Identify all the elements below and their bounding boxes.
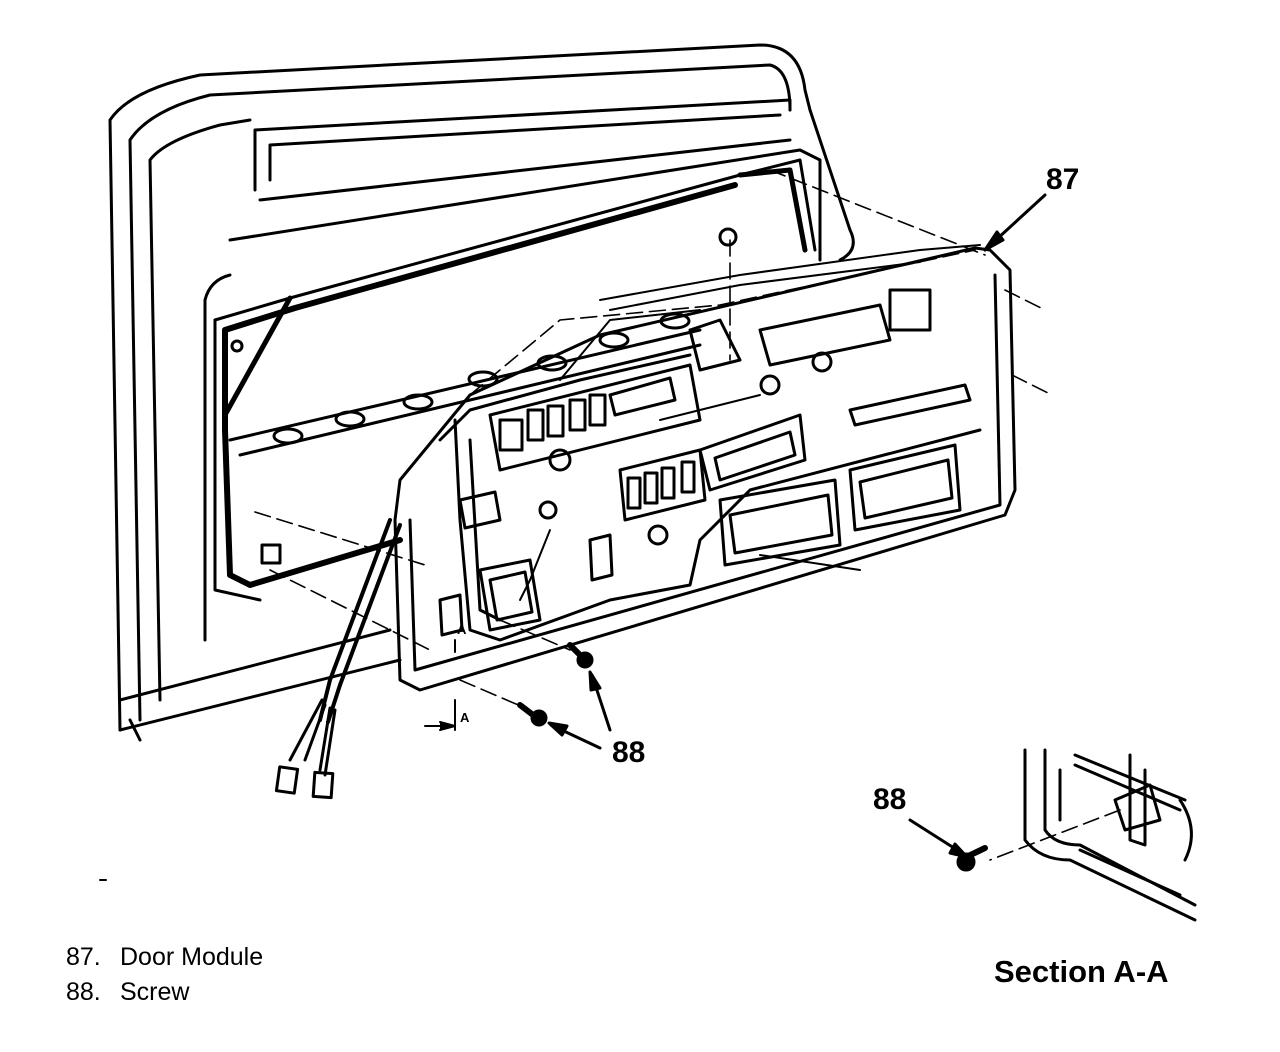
screw-icon [517, 642, 594, 727]
section-markers [424, 639, 456, 731]
legend-item-door-module: 87. Door Module [66, 940, 263, 975]
section-title: Section A-A [994, 954, 1169, 989]
section-aa-inset [956, 748, 1197, 922]
door-frame [108, 43, 855, 742]
callout-87: 87 [1046, 163, 1080, 196]
legend-label: Screw [120, 978, 190, 1006]
section-marker-a-top: A [457, 622, 467, 637]
inner-panel [213, 158, 817, 602]
window-opening [228, 98, 822, 262]
legend-number: 88. [66, 978, 101, 1006]
alignment-lines [254, 169, 1121, 861]
callout-88-section: 88 [873, 783, 907, 816]
legend: 87. Door Module 88. Screw [66, 940, 263, 1010]
wiring-harness [274, 518, 402, 800]
legend-label: Door Module [120, 943, 264, 971]
leader-arrows [547, 193, 1047, 859]
door-module [393, 244, 1017, 692]
callout-88-lower: 88 [612, 736, 646, 769]
legend-item-screw: 88. Screw [66, 975, 263, 1010]
section-marker-a-bottom: A [460, 710, 470, 725]
legend-number: 87. [66, 943, 101, 971]
